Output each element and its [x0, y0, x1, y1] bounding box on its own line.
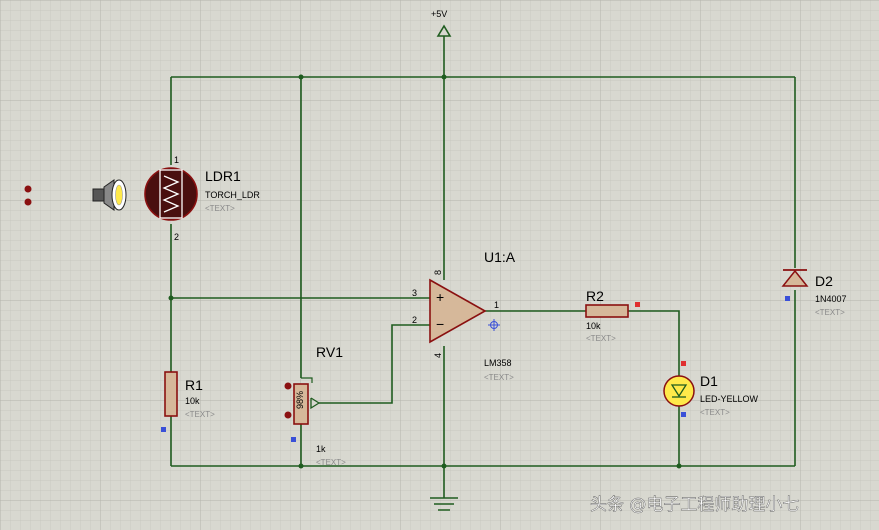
u1-plus-sign: +: [436, 289, 444, 305]
d1-text: <TEXT>: [700, 408, 730, 417]
d2-ref: D2: [815, 273, 833, 289]
junctions: [168, 74, 682, 469]
r2-component[interactable]: R2 10k <TEXT>: [585, 288, 640, 343]
r1-value: 10k: [185, 396, 200, 406]
rv1-wiper-wire: [319, 324, 430, 404]
rv1-value: 1k: [316, 444, 326, 454]
rv1-marker: [291, 437, 296, 442]
u1-pin8: 8: [433, 270, 443, 275]
d1-anode-marker: [681, 361, 686, 366]
d2-text: <TEXT>: [815, 308, 845, 317]
u1-pin2: 2: [412, 315, 417, 325]
r2-body: [585, 304, 629, 318]
u1-body: [429, 278, 487, 344]
r2-marker: [635, 302, 640, 307]
r1-marker: [161, 427, 166, 432]
u1-pin1: 1: [494, 300, 499, 310]
r1-component[interactable]: R1 10k <TEXT>: [161, 371, 215, 432]
ldr1-ref: LDR1: [205, 168, 241, 184]
d1-led[interactable]: D1 LED-YELLOW <TEXT>: [663, 361, 759, 417]
d1-body: [663, 375, 695, 407]
u1-pin4: 4: [433, 353, 443, 358]
probe-marker[interactable]: [488, 319, 500, 331]
vcc-label: +5V: [431, 9, 447, 19]
ldr1-body: [144, 167, 198, 221]
r1-body: [164, 371, 178, 417]
ground-terminal[interactable]: [430, 497, 458, 511]
u1-opamp[interactable]: + − 3 2 1 8 4 U1:A LM358 <TEXT>: [412, 249, 516, 382]
junction-dot: [441, 463, 447, 469]
r1-text: <TEXT>: [185, 410, 215, 419]
torch-icon[interactable]: [92, 179, 127, 211]
junction-dot: [441, 74, 447, 80]
u1-pin3: 3: [412, 288, 417, 298]
r2-ref: R2: [586, 288, 604, 304]
rv1-text: <TEXT>: [316, 458, 346, 467]
d1-ref: D1: [700, 373, 718, 389]
d2-value: 1N4007: [815, 294, 847, 304]
junction-dot: [168, 295, 174, 301]
junction-dot: [676, 463, 682, 469]
junction-dot: [298, 463, 304, 469]
ldr1-value: TORCH_LDR: [205, 190, 260, 200]
ldr1-pin2: 2: [174, 232, 179, 242]
rv1-wiper-arrow: [310, 397, 320, 410]
u1-text: <TEXT>: [484, 373, 514, 382]
rv1-component[interactable]: 98% RV1 1k <TEXT>: [284, 344, 347, 467]
rv1-percent: 98%: [295, 391, 305, 409]
r2-led-wire: [628, 310, 680, 376]
r1-ref: R1: [185, 377, 203, 393]
d2-marker: [785, 296, 790, 301]
ldr1-text: <TEXT>: [205, 204, 235, 213]
r2-text: <TEXT>: [586, 334, 616, 343]
d2-diode[interactable]: D2 1N4007 <TEXT>: [781, 269, 847, 317]
ldr1-pin1: 1: [174, 155, 179, 165]
watermark-text: 头条 @电子工程师助理小七: [590, 495, 799, 515]
rv1-body: [293, 383, 309, 425]
ldr1-zigzag: [162, 175, 180, 213]
rv1-ref: RV1: [316, 344, 343, 360]
r2-value: 10k: [586, 321, 601, 331]
d2-body: [781, 269, 809, 287]
source-markers: [24, 185, 32, 206]
u1-ref: U1:A: [484, 249, 516, 265]
d1-value: LED-YELLOW: [700, 394, 759, 404]
d1-cathode-marker: [681, 412, 686, 417]
junction-dot: [298, 74, 304, 80]
ldr1-component[interactable]: 1 2 LDR1 TORCH_LDR <TEXT>: [144, 155, 260, 242]
u1-minus-sign: −: [436, 316, 444, 332]
vcc-terminal[interactable]: +5V: [431, 9, 452, 37]
u1-value: LM358: [484, 358, 512, 368]
